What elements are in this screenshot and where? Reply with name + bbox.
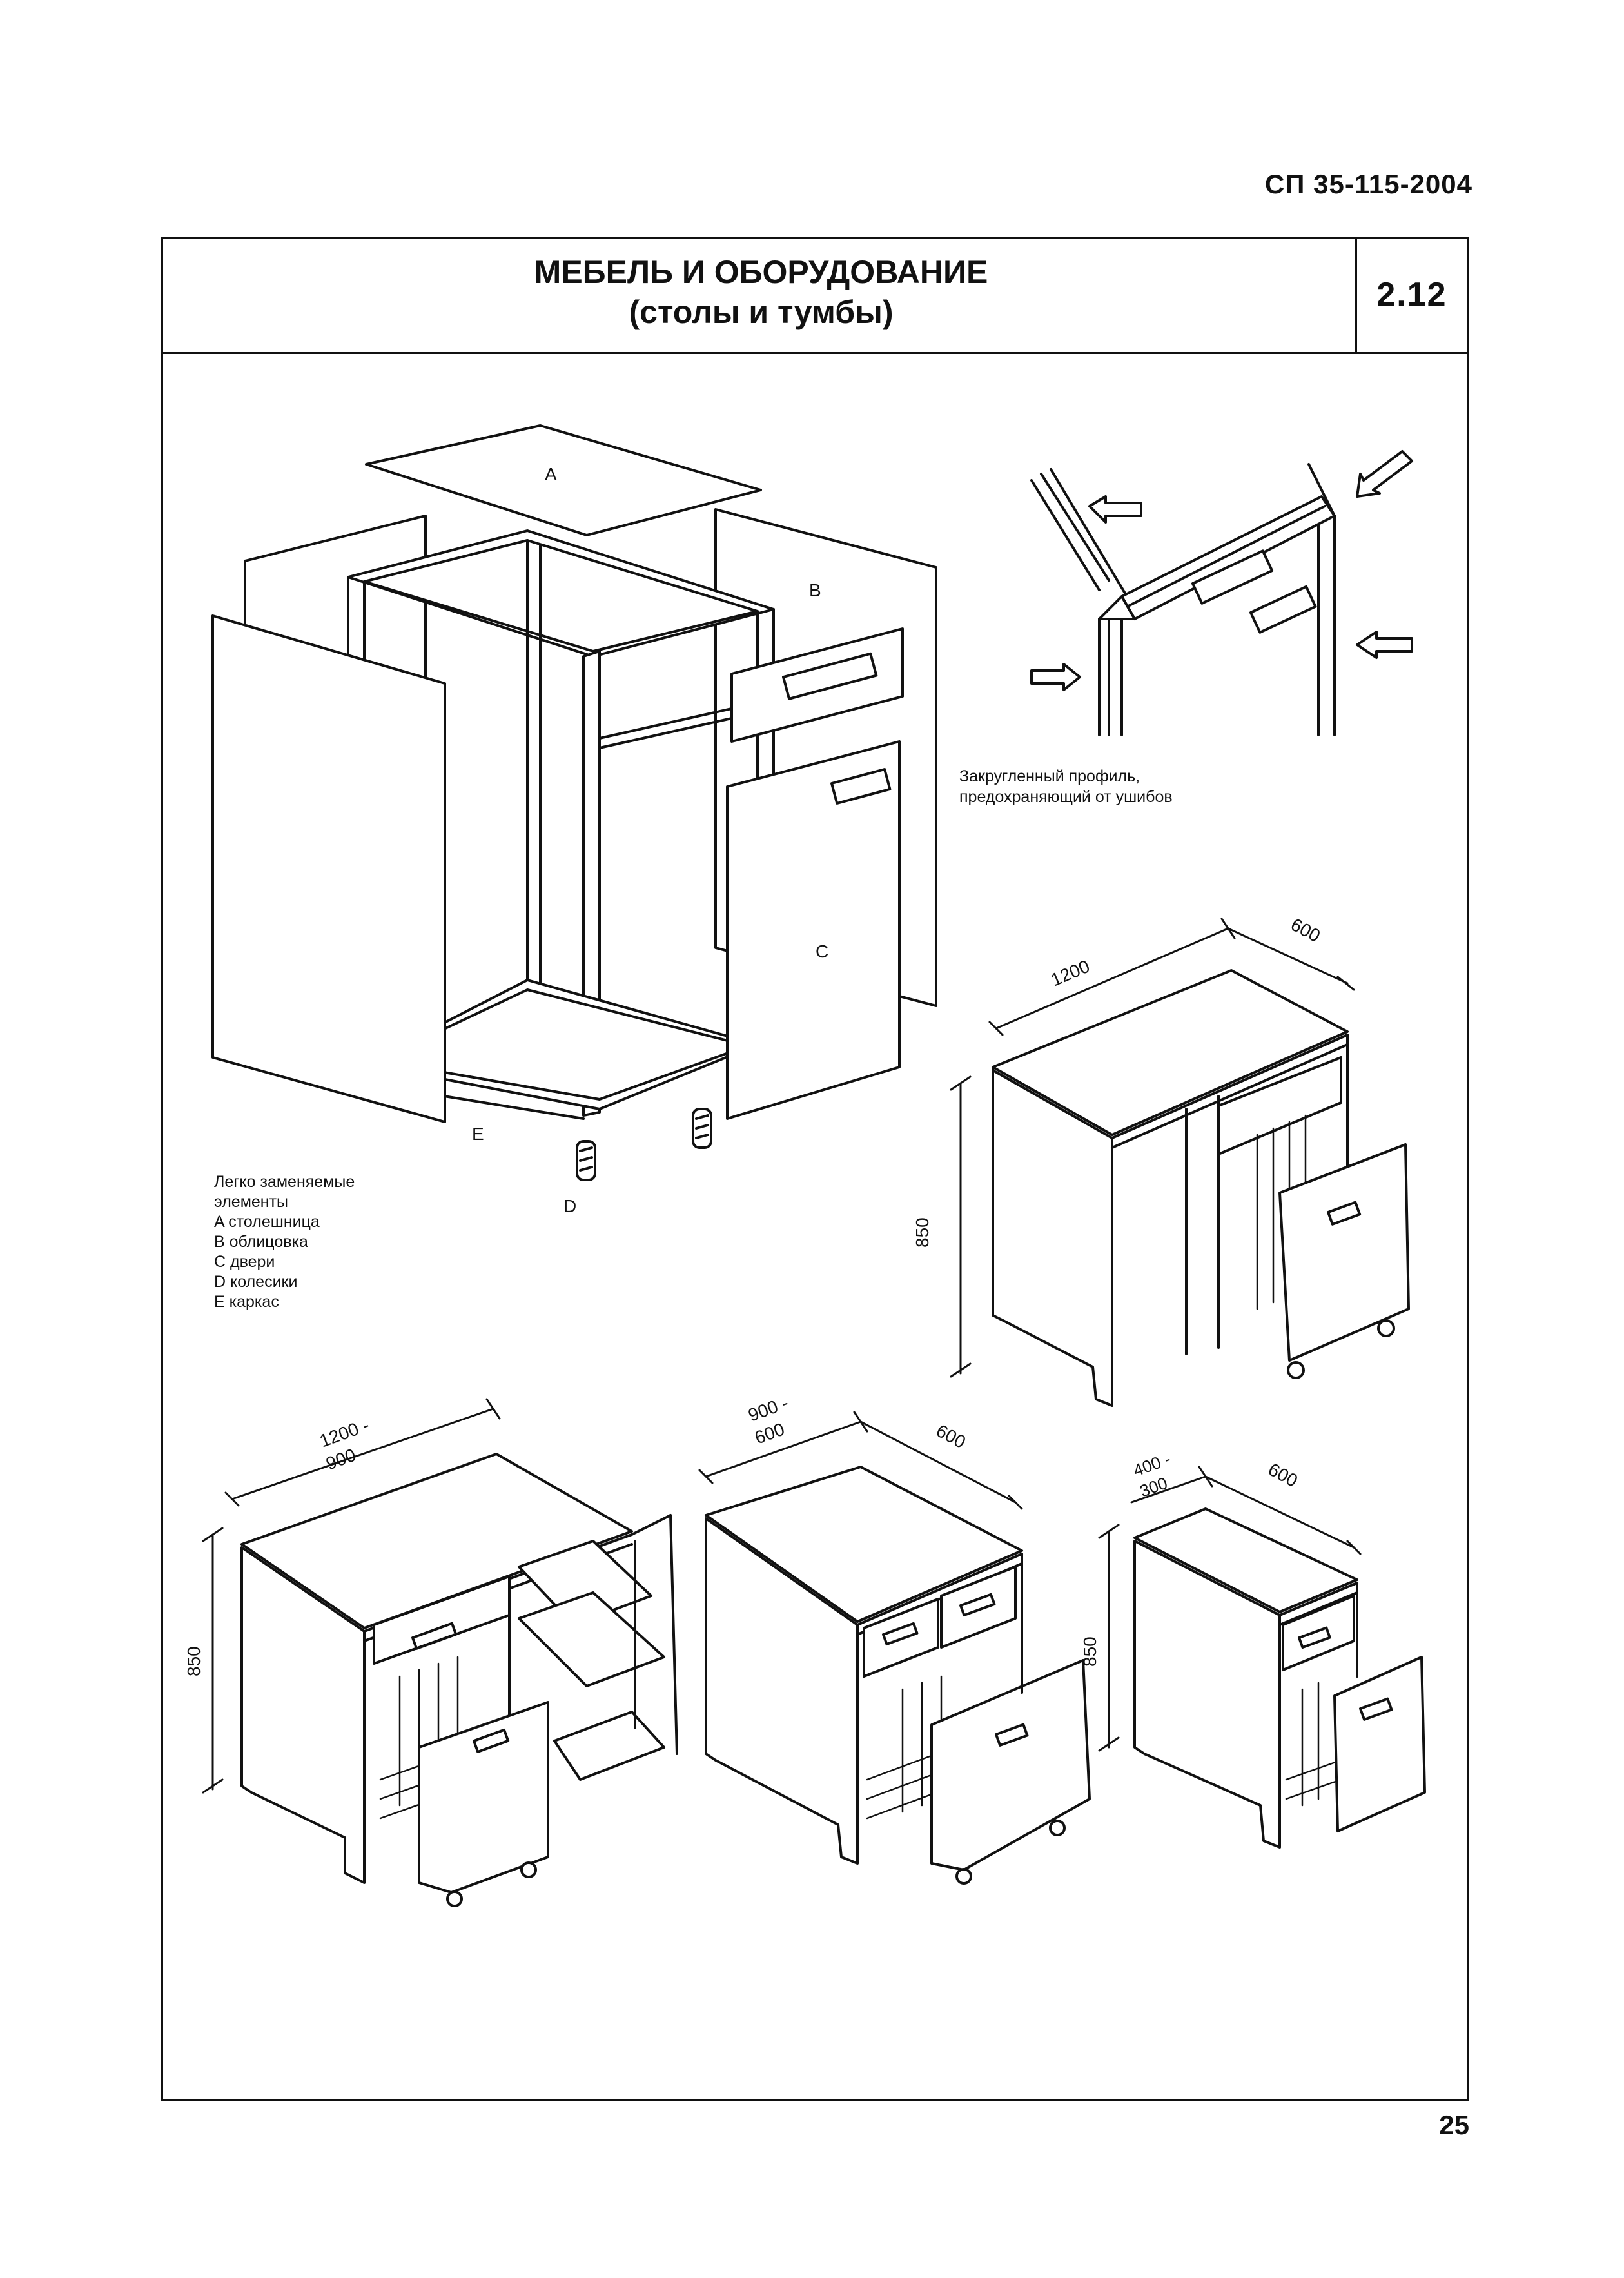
sheet-title: МЕБЕЛЬ И ОБОРУДОВАНИЕ <box>534 254 988 290</box>
rounded-profile-detail <box>1030 450 1413 736</box>
dim-table-height: 850 <box>912 1217 932 1248</box>
legend-item: D колесики <box>214 1272 355 1292</box>
two-drawer-cabinet-drawing <box>698 1411 1091 1885</box>
legend-key: D <box>214 1273 226 1291</box>
legend-item: C двери <box>214 1252 355 1272</box>
door-panel <box>726 740 901 1120</box>
legend-text: двери <box>230 1253 275 1271</box>
dim-cab-depth: 600 <box>933 1420 969 1452</box>
profile-caption-line1: Закругленный профиль, <box>959 767 1140 785</box>
dim-narrow-depth: 600 <box>1265 1459 1301 1491</box>
label-part-c: C <box>816 941 828 961</box>
legend-text: каркас <box>229 1293 279 1311</box>
sheet-frame: МЕБЕЛЬ И ОБОРУДОВАНИЕ (столы и тумбы) 2.… <box>161 237 1469 2101</box>
table-with-drawer-drawing <box>950 918 1410 1407</box>
arrow-down-left-icon <box>1356 450 1413 498</box>
arrow-left-icon <box>1356 631 1413 659</box>
front-left-panel <box>211 614 446 1123</box>
legend-key: A <box>214 1213 224 1231</box>
tabletop-panel <box>365 424 762 536</box>
profile-caption: Закругленный профиль, предохраняющий от … <box>959 766 1173 807</box>
label-part-e: E <box>472 1124 484 1144</box>
door-handle <box>830 768 892 805</box>
dim-narrow-height: 850 <box>1080 1636 1100 1667</box>
dim-narrow-width-line1: 400 - <box>1131 1449 1173 1480</box>
label-part-d: D <box>563 1196 576 1216</box>
caster-wheels <box>576 1108 712 1181</box>
legend-key: B <box>214 1233 225 1251</box>
arrow-left-icon <box>1088 495 1142 524</box>
legend-text: колесики <box>230 1273 298 1291</box>
legend-key: C <box>214 1253 226 1271</box>
label-part-a: A <box>545 464 557 484</box>
legend-heading-line1: Легко заменяемые <box>214 1173 355 1191</box>
legend-text: облицовка <box>229 1233 308 1251</box>
drawer-handle <box>782 652 878 700</box>
dim-desk-height: 850 <box>184 1646 204 1676</box>
legend-item: B облицовка <box>214 1232 355 1252</box>
dim-table-width: 1200 <box>1048 956 1092 990</box>
legend-heading-line2: элементы <box>214 1193 289 1211</box>
sheet-header: МЕБЕЛЬ И ОБОРУДОВАНИЕ (столы и тумбы) 2.… <box>163 239 1467 354</box>
narrow-cabinet-drawing <box>1098 1466 1426 1849</box>
dim-table-depth: 600 <box>1287 914 1324 946</box>
desk-with-shelves-drawing <box>202 1398 678 1907</box>
sheet-subtitle: (столы и тумбы) <box>629 294 894 330</box>
profile-caption-line2: предохраняющий от ушибов <box>959 788 1173 806</box>
legend-item: E каркас <box>214 1292 355 1312</box>
arrow-right-icon <box>1030 663 1081 691</box>
document-code: СП 35-115-2004 <box>1264 169 1472 199</box>
page-number: 25 <box>1439 2110 1469 2140</box>
sheet-number-box: 2.12 <box>1355 239 1467 352</box>
legend-key: E <box>214 1293 225 1311</box>
legend: Легко заменяемые элементы A столешница B… <box>214 1172 355 1312</box>
dim-cab-width-line1: 900 - <box>745 1393 791 1426</box>
sheet-title-block: МЕБЕЛЬ И ОБОРУДОВАНИЕ (столы и тумбы) <box>163 252 1359 332</box>
dim-desk-width-line1: 1200 - <box>317 1415 371 1451</box>
exploded-cabinet-drawing <box>211 424 937 1181</box>
legend-text: столешница <box>228 1213 320 1231</box>
label-part-b: B <box>809 580 821 600</box>
sheet-number: 2.12 <box>1376 276 1447 313</box>
legend-item: A столешница <box>214 1212 355 1232</box>
